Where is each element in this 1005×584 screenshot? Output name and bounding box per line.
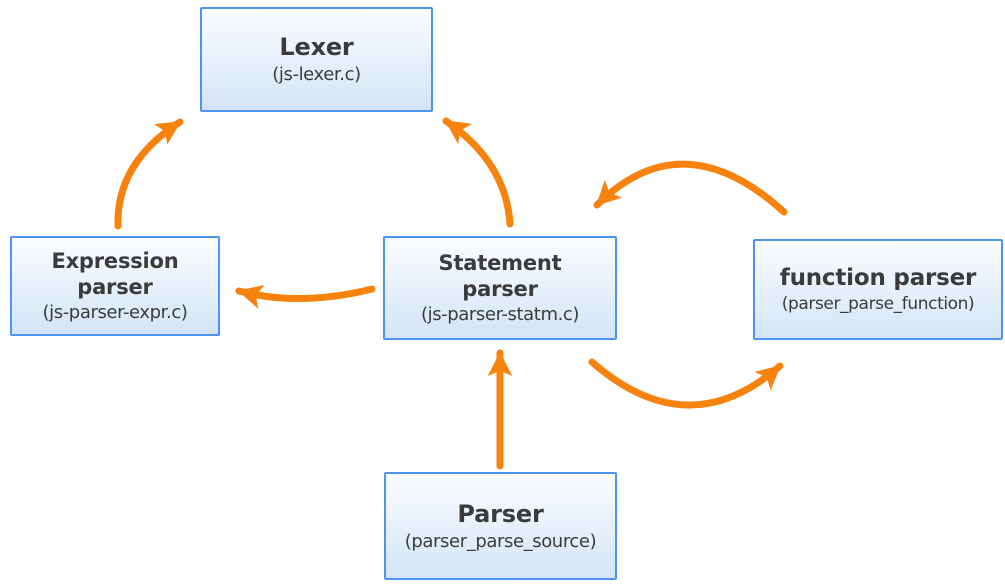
node-parser-title: Parser: [457, 499, 544, 528]
node-statement-parser-subtitle: (js-parser-statm.c): [420, 304, 580, 325]
arrow-expression-parser-to-lexer: [114, 118, 184, 230]
node-expression-parser: Expression parser (js-parser-expr.c): [10, 236, 220, 336]
arrow-statement-parser-to-lexer: [442, 117, 514, 228]
node-parser: Parser (parser_parse_source): [384, 472, 617, 580]
node-expression-parser-title: Expression parser: [51, 248, 179, 299]
node-lexer: Lexer (js-lexer.c): [200, 7, 433, 112]
arrow-function-parser-to-statement-parser: [593, 160, 788, 216]
node-lexer-title: Lexer: [279, 33, 354, 62]
node-function-parser-subtitle: (parser_parse_function): [781, 294, 975, 315]
node-expression-parser-subtitle: (js-parser-expr.c): [42, 302, 188, 323]
arrow-statement-parser-to-function-parser: [588, 358, 784, 409]
node-parser-subtitle: (parser_parse_source): [404, 530, 597, 552]
node-statement-parser-title: Statement parser: [438, 250, 562, 301]
node-function-parser: function parser (parser_parse_function): [753, 239, 1003, 340]
arrow-statement-parser-to-expression-parser: [235, 285, 376, 309]
node-function-parser-title: function parser: [779, 264, 977, 291]
node-lexer-subtitle: (js-lexer.c): [272, 64, 361, 86]
node-statement-parser: Statement parser (js-parser-statm.c): [383, 236, 617, 340]
